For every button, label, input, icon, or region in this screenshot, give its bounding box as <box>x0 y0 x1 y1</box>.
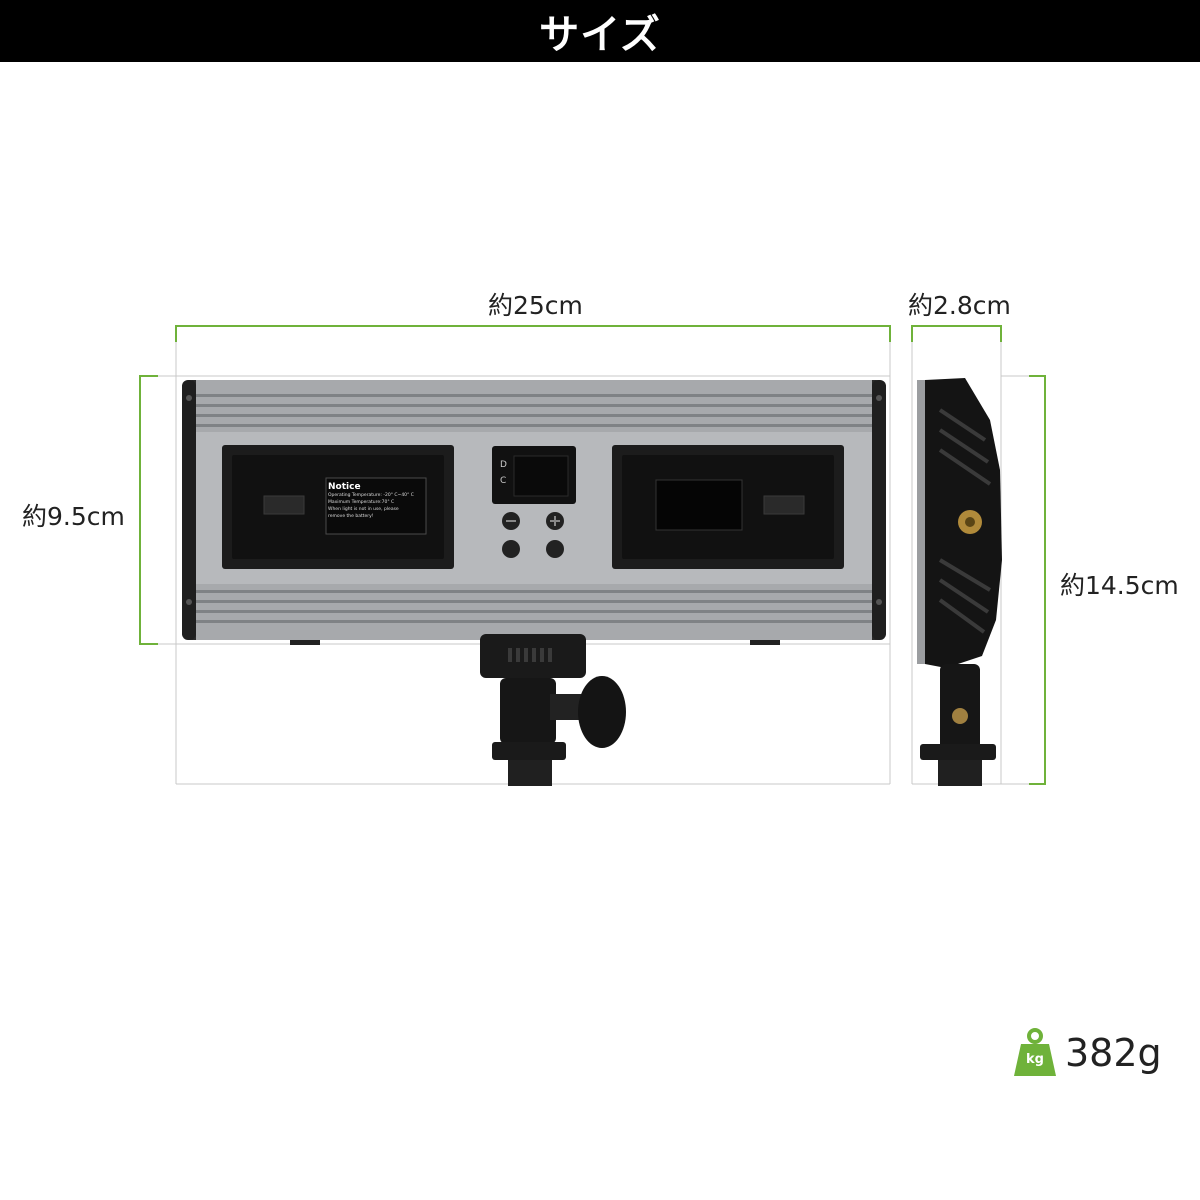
width-label: 約25cm <box>488 291 583 320</box>
title-banner: サイズ <box>0 0 1200 62</box>
side-view <box>917 378 1002 786</box>
notice-title: Notice <box>328 482 361 492</box>
front-view <box>182 380 886 786</box>
weight-icon-text: kg <box>1026 1052 1044 1067</box>
notice-label: Notice Operating Temperature: -20° C~40°… <box>328 482 426 520</box>
notice-line: When light is not in use, please <box>328 507 399 512</box>
display-label-c: C <box>500 476 507 486</box>
display-label-d: D <box>500 460 507 470</box>
page-title: サイズ <box>539 12 661 58</box>
body-height-label: 約9.5cm <box>22 502 125 531</box>
notice-line: Operating Temperature: -20° C~40° C <box>328 493 414 498</box>
notice-line: Maximum Temperature:70° C <box>328 500 395 505</box>
weight-info: kg 382g <box>1013 1028 1162 1078</box>
dimension-lines <box>139 325 1046 785</box>
depth-label: 約2.8cm <box>908 291 1011 320</box>
weight-value: 382g <box>1065 1031 1162 1075</box>
weight-icon: kg <box>1013 1028 1057 1078</box>
total-height-label: 約14.5cm <box>1060 571 1179 600</box>
notice-line: remove the battery! <box>328 514 374 519</box>
